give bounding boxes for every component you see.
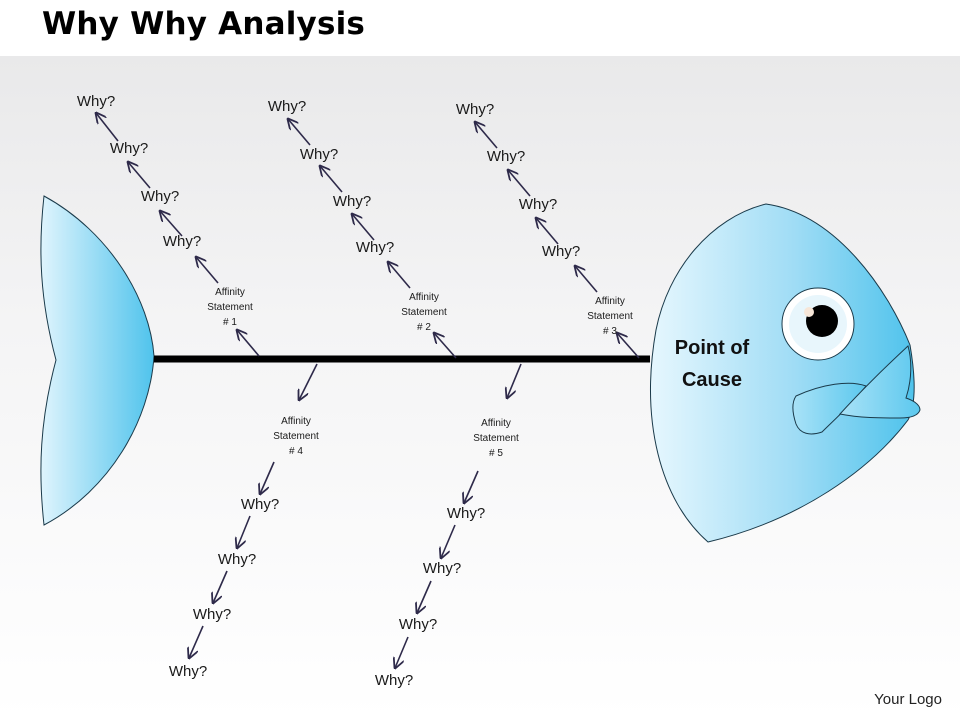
why-arrow [388,262,411,289]
fish-tail [40,195,155,526]
affinity-statement-line: Affinity [281,416,311,427]
why-label: Why? [300,146,338,163]
why-label: Why? [375,672,413,689]
why-arrow [189,625,204,658]
why-label: Why? [487,148,525,165]
why-label: Why? [542,243,580,260]
title-bar: Why Why Analysis [0,0,960,56]
why-arrow [475,122,498,149]
lower-branch-4: Affinity Statement # 4 Why? Why? Why? Wh… [169,363,319,680]
affinity-statement-line: Affinity [215,287,245,298]
affinity-statement-line: Affinity [595,296,625,307]
why-arrow [288,119,311,146]
why-label: Why? [456,101,494,118]
why-label: Why? [77,93,115,110]
branch-arrow [434,333,457,359]
why-arrow [441,524,456,558]
affinity-statement-line: Statement [207,302,253,313]
why-label: Why? [447,505,485,522]
affinity-statement-line: Affinity [481,418,511,429]
why-arrow [536,218,559,245]
why-label: Why? [333,193,371,210]
why-arrow [128,162,151,189]
affinity-statement-line: # 1 [223,317,237,328]
fish-upper-lip [839,345,921,419]
why-label: Why? [241,496,279,513]
why-label: Why? [356,239,394,256]
why-label: Why? [169,663,207,680]
why-arrow [96,113,119,142]
why-label: Why? [399,616,437,633]
affinity-statement-line: # 2 [417,322,431,333]
why-label: Why? [193,606,231,623]
upper-branch-1: Affinity Statement # 1 Why? Why? Why? Wh… [77,93,260,357]
affinity-statement-line: # 3 [603,326,617,337]
why-label: Why? [423,560,461,577]
affinity-statement-line: Statement [587,311,633,322]
why-label: Why? [268,98,306,115]
lower-branch-5: Affinity Statement # 5 Why? Why? Why? Wh… [375,363,522,689]
branch-arrow [617,333,640,359]
upper-branch-3: Affinity Statement # 3 Why? Why? Why? Wh… [456,101,640,359]
why-arrow [417,580,432,613]
branch-arrow [299,363,318,400]
why-arrow [160,211,183,237]
why-arrow [237,515,251,548]
why-arrow [213,570,228,603]
fish-head [650,203,915,543]
why-label: Why? [110,140,148,157]
why-arrow [395,636,409,668]
why-label: Why? [519,196,557,213]
fish-lower-lip [792,382,867,435]
why-label: Why? [218,551,256,568]
point-of-cause-line-1: Point of [675,337,750,359]
affinity-statement-line: Statement [273,431,319,442]
why-label: Why? [141,188,179,205]
upper-branch-2: Affinity Statement # 2 Why? Why? Why? Wh… [268,98,457,359]
affinity-statement-line: # 5 [489,448,503,459]
affinity-statement-line: Statement [401,307,447,318]
why-label: Why? [163,233,201,250]
why-arrow [575,266,598,293]
why-arrow [196,257,219,284]
affinity-statement-line: Statement [473,433,519,444]
affinity-statement-line: Affinity [409,292,439,303]
fish-eye-glint [804,307,814,317]
why-arrow [260,461,275,494]
logo-placeholder: Your Logo [874,691,942,708]
affinity-statement-line: # 4 [289,446,303,457]
fish-pupil [806,305,838,337]
why-arrow [320,166,343,193]
branch-arrow [237,330,260,357]
why-arrow [352,214,375,241]
why-arrow [508,170,531,197]
point-of-cause-line-2: Cause [682,369,742,391]
why-arrow [464,470,479,503]
branch-arrow [507,363,522,398]
page-title: Why Why Analysis [42,6,366,42]
